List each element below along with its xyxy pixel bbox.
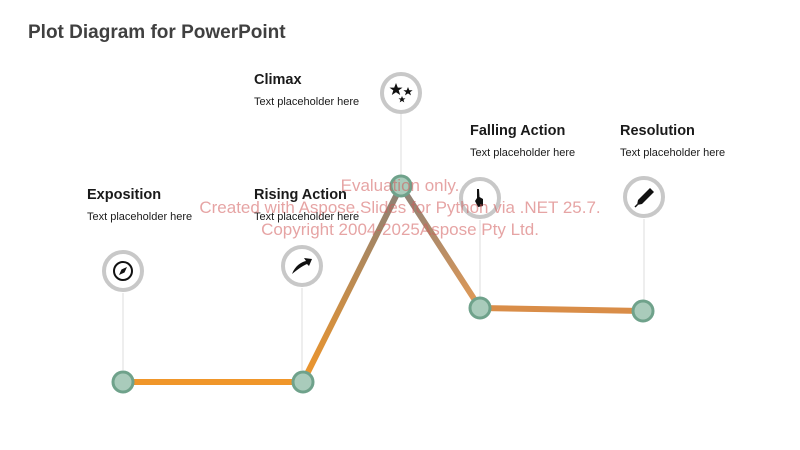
stage-falling-action: Falling Action Text placeholder here: [470, 123, 575, 159]
stage-rising-action: Rising Action Text placeholder here: [254, 187, 359, 223]
stage-text: Text placeholder here: [254, 211, 360, 223]
stage-resolution: Resolution Text placeholder here: [620, 123, 725, 159]
stage-title: Falling Action: [470, 123, 566, 139]
segment-resolution: [477, 305, 646, 314]
segment-rising-action: [300, 183, 404, 385]
page-title: Plot Diagram for PowerPoint: [28, 22, 286, 43]
pencil-icon: [623, 176, 665, 218]
stage-text: Text placeholder here: [620, 147, 726, 159]
compass-icon: [102, 250, 144, 292]
stars-icon: [380, 72, 422, 114]
stage-exposition: Exposition Text placeholder here: [87, 187, 192, 223]
node-rising-action: [291, 370, 315, 394]
stage-text: Text placeholder here: [254, 96, 360, 108]
stage-title: Rising Action: [254, 187, 347, 203]
node-resolution: [631, 299, 655, 323]
node-exposition: [111, 370, 135, 394]
node-climax: [389, 174, 413, 198]
segment-falling-action: [398, 183, 483, 311]
hand-pointer-icon: [459, 177, 501, 219]
stage-climax: Climax Text placeholder here: [254, 72, 359, 108]
rising-arrow-icon: [281, 245, 323, 287]
stage-title: Resolution: [620, 123, 695, 139]
stage-text: Text placeholder here: [87, 211, 193, 223]
stage-text: Text placeholder here: [470, 147, 576, 159]
stage-title: Climax: [254, 72, 302, 88]
node-falling-action: [468, 296, 492, 320]
stage-title: Exposition: [87, 187, 162, 203]
